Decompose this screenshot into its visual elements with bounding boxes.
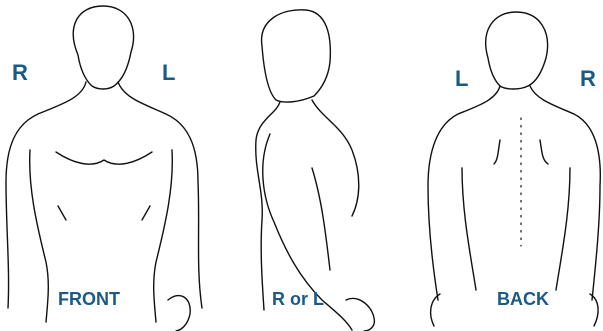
back-shoulder-right-outline [530, 86, 600, 300]
back-right-side-marker: R [580, 68, 596, 90]
front-right-side-marker: R [12, 62, 28, 84]
front-neck-shoulder-right-outline [118, 82, 202, 308]
back-scapula-left [494, 140, 500, 164]
back-torso-right-outline [556, 168, 570, 290]
back-left-side-marker: L [455, 68, 468, 90]
side-view-caption: R or L [272, 290, 324, 308]
back-view-caption: BACK [497, 290, 549, 308]
back-hand-left-outline [431, 294, 440, 326]
front-left-side-marker: L [162, 62, 175, 84]
front-view-caption: FRONT [58, 290, 120, 308]
front-view-figure [6, 6, 202, 331]
front-neck-shoulder-left-outline [6, 82, 86, 308]
front-ab-line-left [58, 206, 66, 220]
front-torso-right-outline [154, 150, 173, 322]
front-ab-line-right [142, 206, 150, 220]
front-torso-left-outline [30, 150, 49, 322]
front-hand-outline [168, 296, 190, 331]
front-head-outline [73, 6, 133, 89]
back-shoulder-left-outline [428, 86, 500, 300]
back-torso-left-outline [462, 168, 476, 290]
side-head-outline [262, 10, 331, 102]
side-arm-inner-outline [312, 168, 330, 270]
side-view-figure [256, 10, 375, 331]
front-chest-line [56, 152, 152, 164]
side-hand-outline [346, 298, 374, 331]
back-hand-right-outline [590, 294, 598, 326]
back-scapula-right [540, 140, 548, 164]
back-view-figure [428, 12, 600, 326]
back-head-outline [486, 12, 548, 89]
